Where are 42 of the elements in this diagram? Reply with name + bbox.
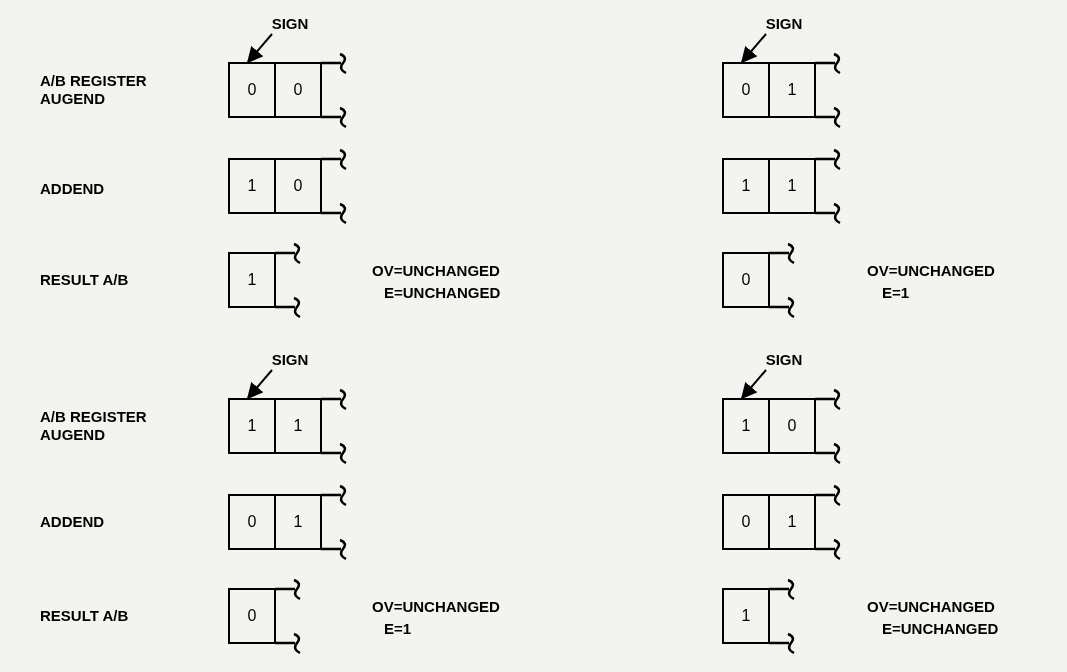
register-cell: 1 — [274, 398, 322, 454]
register-cell: 0 — [228, 494, 276, 550]
sign-label: SIGN — [765, 13, 803, 34]
register-cell: 1 — [768, 158, 816, 214]
register-label: E=UNCHANGED — [882, 620, 999, 638]
register-label: OV=UNCHANGED — [372, 262, 500, 280]
register-label: A/B REGISTER AUGEND — [40, 72, 148, 108]
register-cell: 0 — [274, 158, 322, 214]
register-cell: 1 — [228, 252, 276, 308]
arrow — [740, 33, 767, 64]
register-label: RESULT A/B — [40, 271, 129, 289]
register-label: ADDEND — [40, 513, 105, 531]
register-label: OV=UNCHANGED — [867, 262, 995, 280]
arrow — [740, 369, 767, 400]
register-cell: 1 — [768, 494, 816, 550]
register-cell: 1 — [722, 398, 770, 454]
register-cell: 1 — [768, 62, 816, 118]
arrow — [246, 33, 273, 64]
arrow — [246, 369, 273, 400]
register-cell: 0 — [722, 252, 770, 308]
register-cell: 0 — [228, 62, 276, 118]
register-cell: 0 — [722, 62, 770, 118]
sign-label: SIGN — [271, 349, 309, 370]
register-label: OV=UNCHANGED — [372, 598, 500, 616]
register-label: OV=UNCHANGED — [867, 598, 995, 616]
register-label: A/B REGISTER AUGEND — [40, 408, 148, 444]
register-cell: 1 — [228, 158, 276, 214]
register-cell: 0 — [274, 62, 322, 118]
register-label: E=1 — [882, 284, 910, 302]
sign-label: SIGN — [271, 13, 309, 34]
register-label: RESULT A/B — [40, 607, 129, 625]
register-label: ADDEND — [40, 180, 105, 198]
register-label: E=UNCHANGED — [384, 284, 501, 302]
register-cell: 1 — [228, 398, 276, 454]
register-cell: 0 — [722, 494, 770, 550]
register-cell: 0 — [228, 588, 276, 644]
register-cell: 1 — [274, 494, 322, 550]
sign-label: SIGN — [765, 349, 803, 370]
register-cell: 0 — [768, 398, 816, 454]
register-label: E=1 — [384, 620, 412, 638]
register-cell: 1 — [722, 158, 770, 214]
register-cell: 1 — [722, 588, 770, 644]
